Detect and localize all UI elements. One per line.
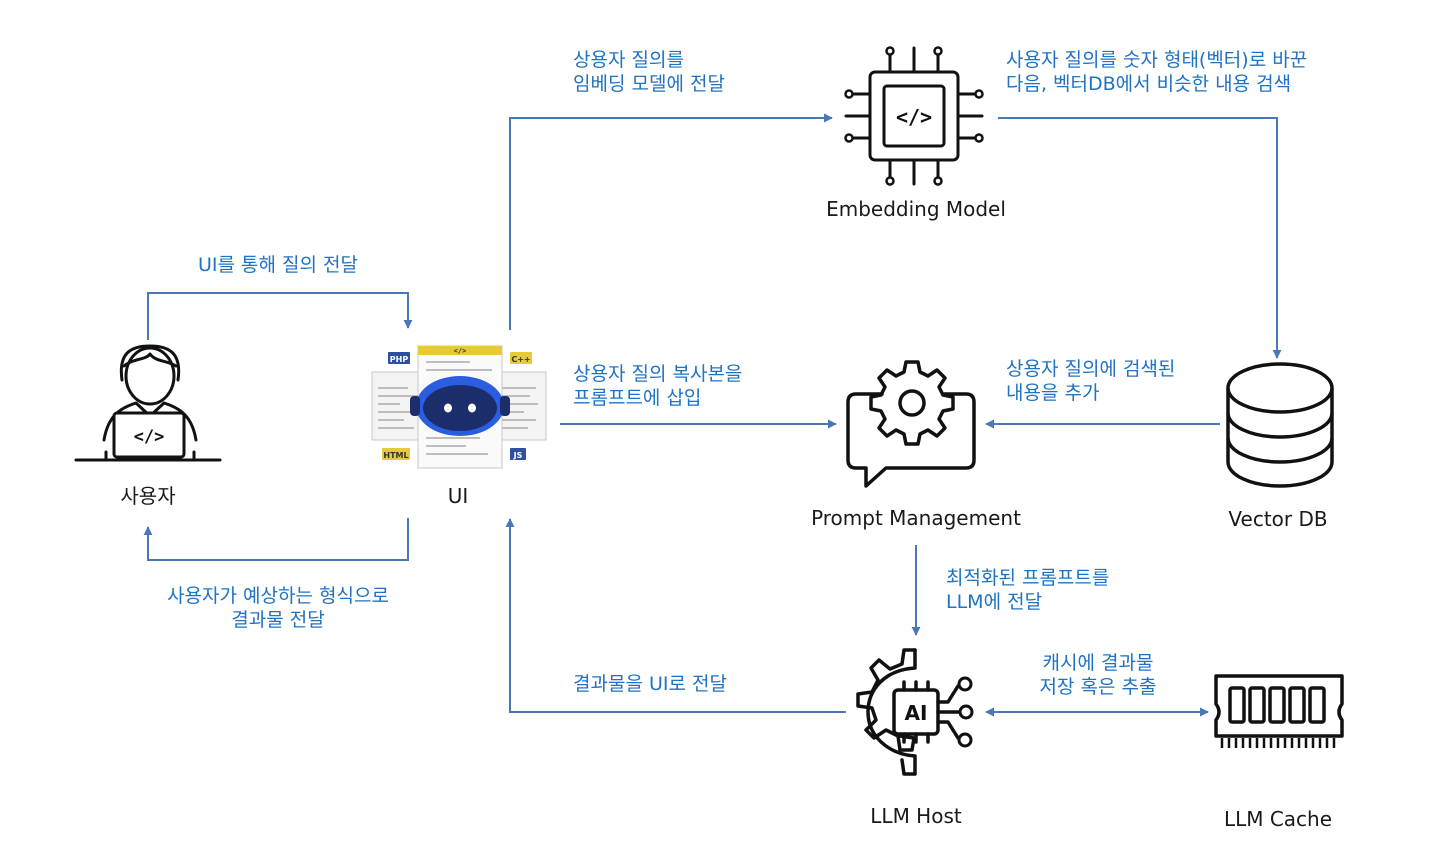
node-label-ui: UI	[447, 484, 469, 508]
gear-icon	[869, 360, 955, 446]
memory-module-pins	[1220, 738, 1336, 748]
database-icon	[1226, 362, 1334, 488]
chip-code-glyph: </>	[896, 105, 932, 129]
edge-label-vector-to-prompt: 상용자 질의에 검색된 내용을 추가	[1006, 358, 1176, 404]
ui-badge-js: JS	[513, 451, 523, 460]
edge-label-embedding-to-vector: 사용자 질의를 숫자 형태(벡터)로 바꾼 다음, 벡터DB에서 비슷한 내용 …	[1006, 49, 1308, 95]
edge-label-llm-cache: 캐시에 결과물 저장 혹은 추출	[1039, 652, 1157, 698]
ai-glyph: AI	[905, 701, 928, 725]
ui-robot-code-icon	[371, 345, 547, 469]
memory-module-icon	[1214, 674, 1344, 738]
arrow-embedding-to-vector	[998, 117, 1282, 359]
node-label-llm-host: LLM Host	[870, 804, 962, 828]
ai-gear-icon	[856, 648, 962, 776]
edge-label-user-to-ui: UI를 통해 질의 전달	[198, 254, 358, 276]
edge-label-ui-to-prompt: 상용자 질의 복사본을 프롬프트에 삽입	[573, 363, 743, 409]
node-label-embedding-model: Embedding Model	[826, 197, 1006, 221]
user-with-laptop-icon	[74, 344, 222, 462]
ui-badge-php: PHP	[390, 355, 409, 364]
arrow-ui-to-embedding	[509, 113, 833, 330]
arrow-ui-to-user	[143, 518, 409, 561]
arrow-llm-to-ui	[505, 518, 846, 713]
arrow-user-to-ui	[147, 292, 413, 340]
node-label-user: 사용자	[120, 484, 176, 508]
edge-label-prompt-to-llm: 최적화된 프롬프트를 LLM에 전달	[946, 567, 1110, 613]
edge-label-ui-to-user: 사용자가 예상하는 형식으로 결과물 전달	[167, 585, 389, 631]
node-label-prompt-management: Prompt Management	[811, 506, 1021, 530]
ui-badge-cpp: C++	[511, 355, 530, 364]
ui-badge-html: HTML	[383, 451, 408, 460]
edge-label-ui-to-embedding: 상용자 질의를 임베딩 모델에 전달	[573, 49, 725, 95]
edge-label-llm-to-ui: 결과물을 UI로 전달	[573, 673, 727, 695]
node-label-llm-cache: LLM Cache	[1223, 807, 1333, 831]
node-label-vector-db: Vector DB	[1228, 507, 1328, 531]
user-code-glyph: </>	[134, 427, 165, 447]
chip-icon	[844, 46, 984, 186]
ui-badge-code: </>	[454, 347, 467, 355]
prompt-bubble-icon	[846, 392, 976, 488]
